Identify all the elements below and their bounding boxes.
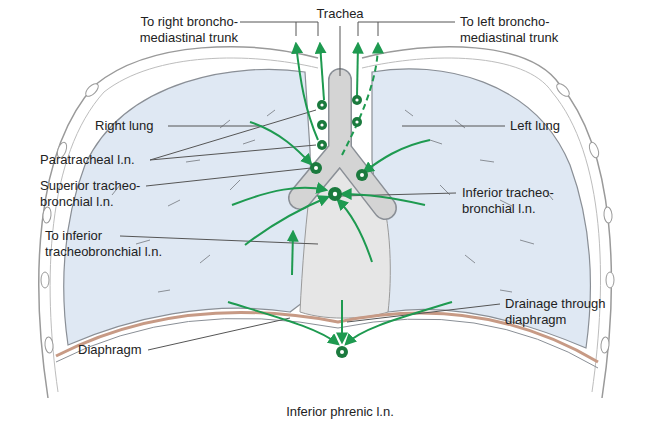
leader-lines: [120, 22, 505, 350]
thoracic-wall-inner: [50, 58, 600, 392]
label: To inferior tracheobronchial l.n.: [45, 228, 185, 260]
label: Inferior phrenic l.n.: [260, 404, 420, 420]
label: Superior tracheo-bronchial l.n.: [40, 178, 165, 210]
label: Right lung: [95, 118, 154, 134]
label: Inferior tracheo-bronchial l.n.: [462, 185, 587, 217]
lymph-flow-arrows: [228, 44, 452, 344]
label: Left lung: [510, 118, 560, 134]
label: Paratracheal l.n.: [40, 152, 135, 168]
label: Trachea: [300, 6, 380, 22]
label: To left broncho-mediastinal trunk: [460, 14, 580, 46]
thoracic-wall: [39, 47, 612, 398]
label: Drainage through diaphragm: [505, 296, 630, 328]
label: To right broncho-mediastinal trunk: [118, 14, 238, 46]
lymph-nodes: [310, 95, 368, 358]
label: Diaphragm: [78, 342, 142, 358]
